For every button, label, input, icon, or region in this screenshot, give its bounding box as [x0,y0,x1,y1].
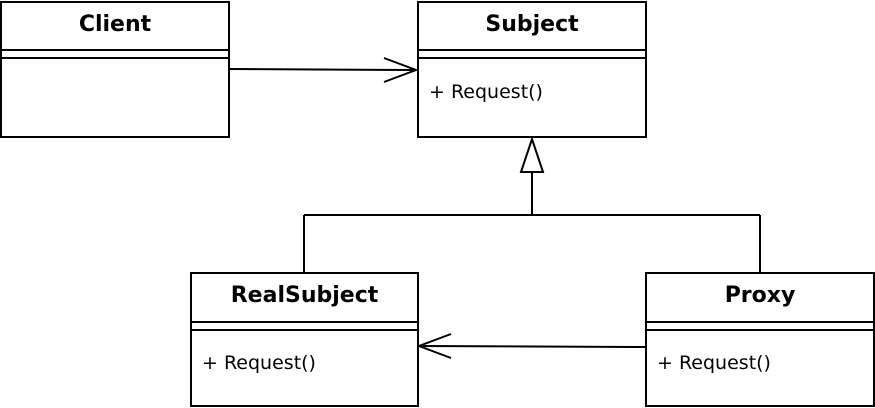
realsubject-compartment-divider [192,321,417,331]
proxy-compartment-divider [647,321,873,331]
proxy-realsubject-association-line [418,345,647,348]
subject-compartment-divider [419,49,645,59]
subject-operation-request: + Request() [429,81,543,103]
generalization-triangle [519,135,545,173]
client-compartment-divider [2,49,228,59]
subject-class-name: Subject [485,12,579,37]
realsubject-class-box[interactable]: RealSubject + Request() [190,272,419,407]
realsubject-class-name: RealSubject [230,283,379,308]
subject-class-box[interactable]: Subject + Request() [417,1,647,138]
proxy-realsubject-arrowhead [416,333,452,359]
client-subject-arrowhead [383,57,419,83]
client-subject-association-line [228,68,417,71]
proxy-class-box[interactable]: Proxy + Request() [645,272,875,407]
realsubject-operation-request: + Request() [202,352,316,374]
client-class-name: Client [78,12,152,37]
proxy-class-name: Proxy [724,283,796,308]
proxy-operation-request: + Request() [657,352,771,374]
client-class-box[interactable]: Client [0,1,230,138]
